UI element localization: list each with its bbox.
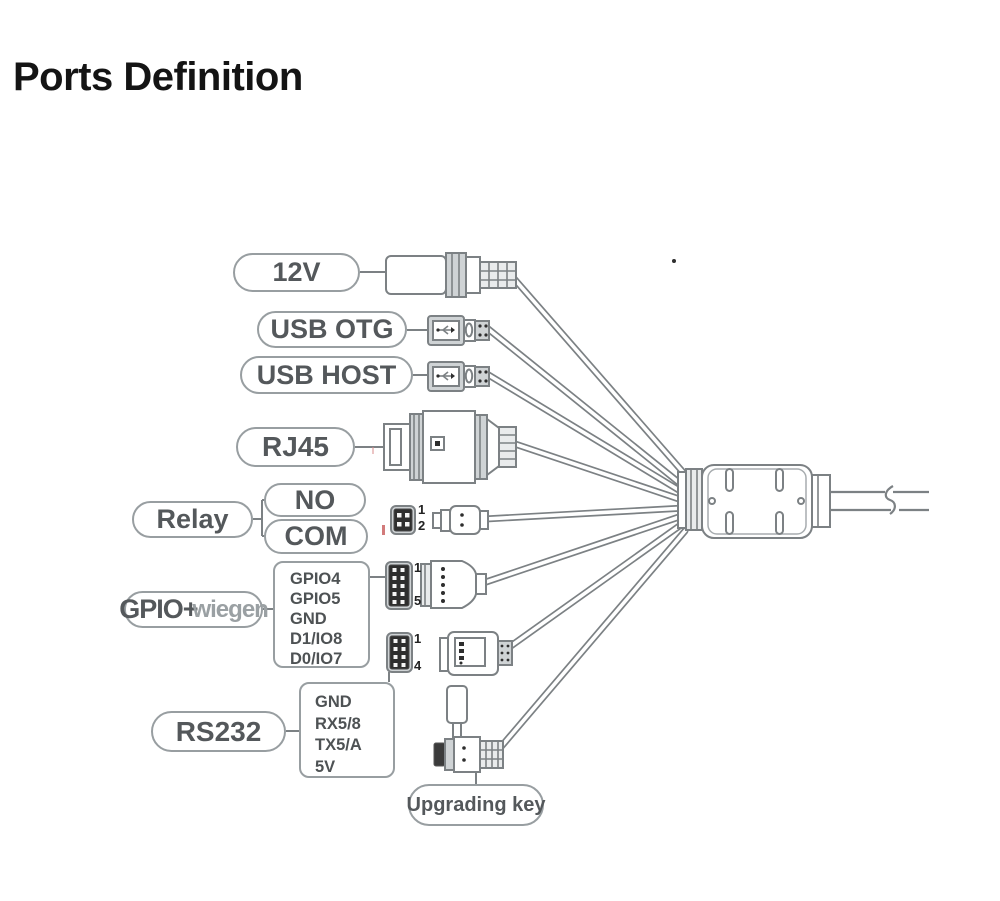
cable-hub	[677, 464, 831, 539]
label-no: NO	[264, 483, 366, 517]
label-relay: Relay	[132, 501, 253, 538]
label-upgrading-key: Upgrading key	[406, 784, 546, 826]
rs232-pin-4: 4	[414, 658, 422, 673]
gpio-pin-1: 1	[414, 560, 422, 575]
label-no-text: NO	[294, 484, 336, 515]
rs232-pin-connector	[386, 632, 413, 673]
gpio-signal: GND	[290, 610, 327, 628]
gpio-signal: D0/IO7	[290, 650, 343, 668]
label-com: COM	[264, 519, 368, 554]
gpio-signal: GPIO5	[290, 590, 341, 608]
label-12v-text: 12V	[272, 257, 321, 287]
label-12v: 12V	[233, 253, 360, 292]
label-usb-otg-text: USB OTG	[270, 314, 394, 344]
rs232-pin-1: 1	[414, 631, 422, 646]
label-rs232-text: RS232	[175, 715, 262, 747]
rs232-signal: RX5/8	[315, 714, 361, 733]
gpio-signal: D1/IO8	[290, 630, 343, 648]
stray-marks	[372, 259, 676, 535]
label-usb-host-text: USB HOST	[256, 359, 397, 390]
relay-pin-connector	[390, 505, 416, 535]
gpio-pin-connector	[385, 561, 413, 610]
relay-pin-1: 1	[418, 502, 426, 517]
upgrading-key-connector	[433, 685, 504, 773]
label-rj45: RJ45	[236, 427, 355, 467]
gpio-pin-5: 5	[414, 593, 422, 608]
label-upgrading-key-text: Upgrading key	[406, 793, 546, 816]
rs232-signal: TX5/A	[315, 736, 362, 754]
wire-bundle	[479, 270, 693, 752]
label-gpio-text: GPIO+	[119, 594, 198, 624]
label-usb-host: USB HOST	[240, 356, 413, 394]
page-title: Ports Definition	[13, 55, 303, 99]
label-usb-otg: USB OTG	[257, 311, 407, 348]
gpio-plug-side	[420, 560, 487, 609]
label-rj45-text: RJ45	[262, 431, 329, 462]
leader-lines	[253, 271, 477, 784]
label-wiegen-text: wiegen	[192, 595, 268, 623]
gpio-signal: GPIO4	[290, 570, 341, 588]
main-cable	[830, 485, 929, 515]
rs232-signal: GND	[315, 693, 352, 711]
relay-pin-2: 2	[418, 518, 426, 533]
gpio-signal-box: GPIO4 GPIO5 GND D1/IO8 D0/IO7	[273, 561, 370, 668]
rj45-connector	[383, 410, 517, 484]
rs232-plug-side	[439, 631, 513, 676]
label-relay-text: Relay	[156, 504, 229, 534]
usb-otg-connector	[427, 315, 490, 346]
usb-host-connector	[427, 361, 490, 392]
label-rs232: RS232	[151, 711, 286, 752]
label-com-text: COM	[284, 521, 348, 551]
rs232-signal-box: GND RX5/8 TX5/A 5V	[299, 682, 395, 778]
relay-plug-side	[432, 505, 489, 535]
label-gpio-wiegen: GPIO+wiegen	[119, 591, 269, 628]
rs232-signal: 5V	[315, 757, 336, 776]
dc-power-connector	[385, 252, 517, 298]
